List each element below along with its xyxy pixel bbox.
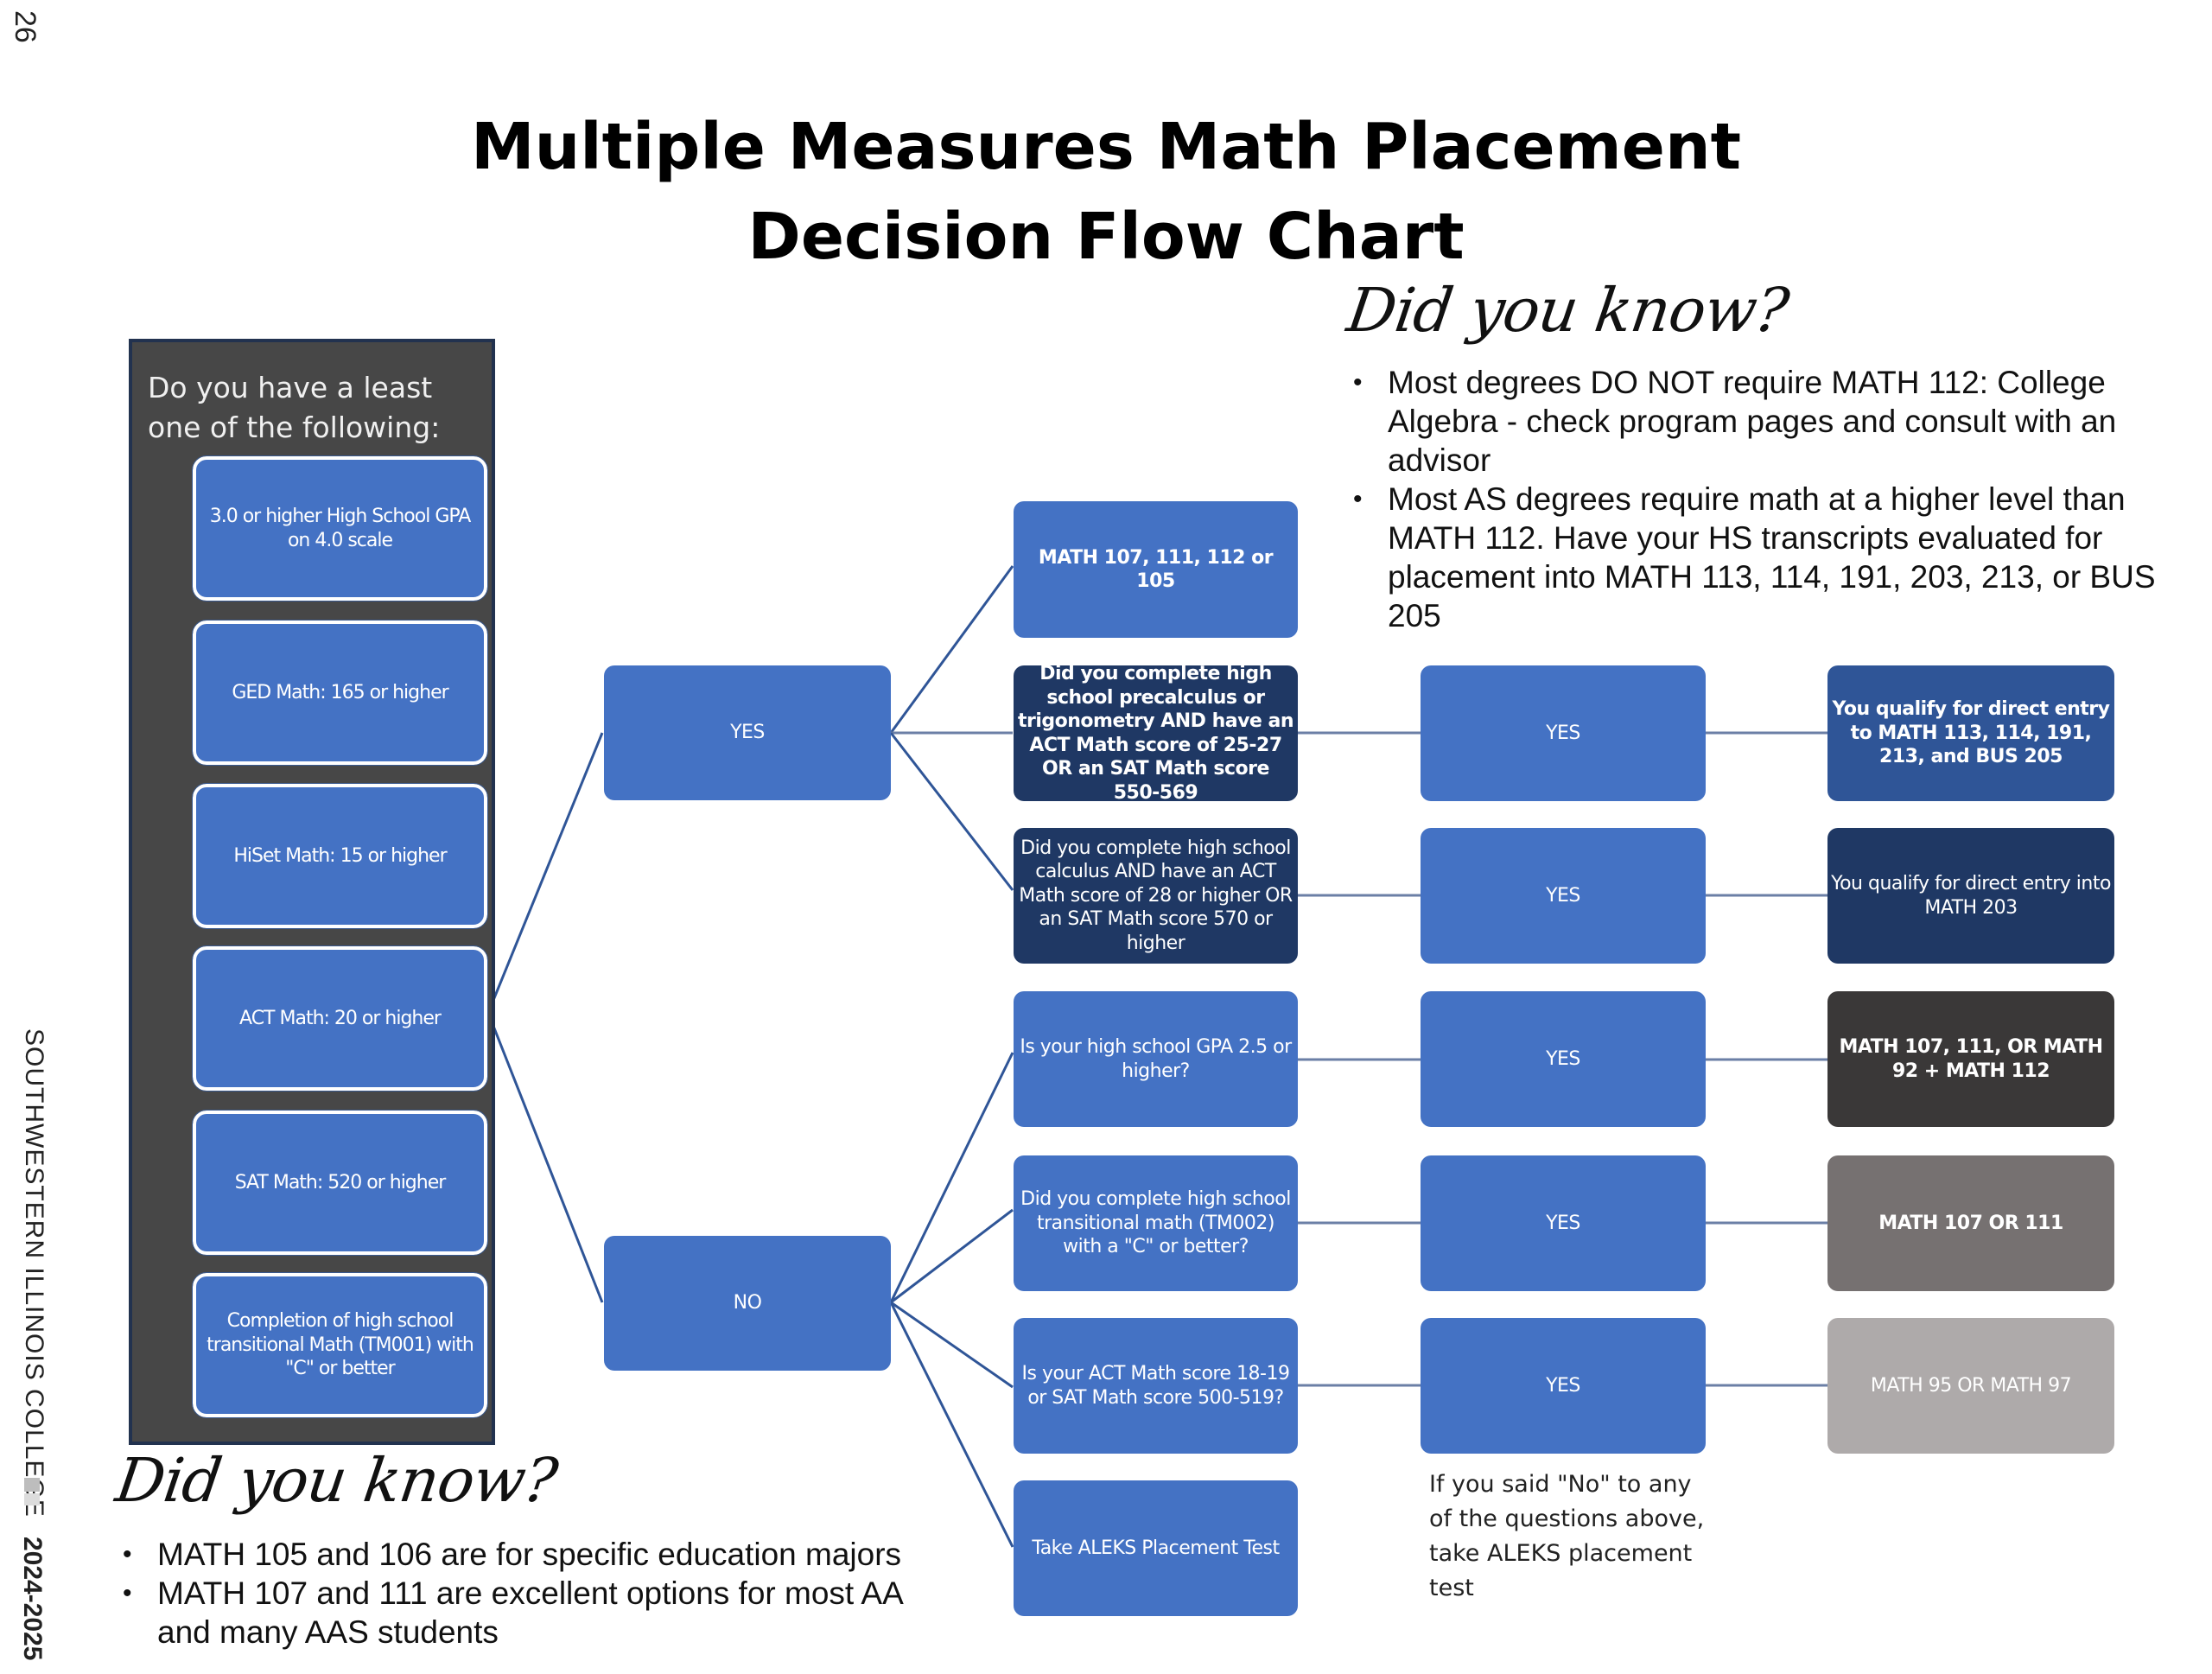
did-you-know-bottom-heading: Did you know?: [111, 1445, 562, 1516]
result-math-95-or-97: MATH 95 OR MATH 97: [1827, 1318, 2114, 1454]
result-direct-entry-113-114-191-213: You qualify for direct entry to MATH 113…: [1827, 665, 2114, 801]
decorative-square: [24, 1478, 40, 1492]
connector-no-to-q3: [889, 1052, 1014, 1303]
connector-yes-to-default: [889, 565, 1014, 734]
connector-criteria-to-no: [486, 1012, 604, 1303]
take-aleks-test: Take ALEKS Placement Test: [1014, 1480, 1298, 1616]
result-math-107-111-92-112: MATH 107, 111, OR MATH 92 + MATH 112: [1827, 991, 2114, 1127]
title-line-1: Multiple Measures Math Placement: [470, 110, 1742, 184]
question-transitional-math: Did you complete high school transitiona…: [1014, 1155, 1298, 1291]
answer-yes: YES: [1421, 991, 1706, 1127]
branch-yes: YES: [604, 665, 891, 800]
connector-criteria-to-yes: [486, 732, 604, 1014]
decorative-square: [24, 1493, 40, 1505]
criteria-hiset: HiSet Math: 15 or higher: [192, 783, 488, 929]
catalog-year: 2024-2025: [18, 1537, 47, 1661]
criteria-ged: GED Math: 165 or higher: [192, 620, 488, 766]
connector-no-to-aleks: [889, 1302, 1014, 1548]
did-you-know-bottom-bullet: MATH 105 and 106 are for specific educat…: [119, 1535, 949, 1574]
branch-no: NO: [604, 1236, 891, 1371]
result-math-107-or-111: MATH 107 OR 111: [1827, 1155, 2114, 1291]
answer-yes: YES: [1421, 665, 1706, 801]
default-placement: MATH 107, 111, 112 or 105: [1014, 501, 1298, 638]
result-direct-entry-203: You qualify for direct entry into MATH 2…: [1827, 828, 2114, 964]
did-you-know-top-list: Most degrees DO NOT require MATH 112: Co…: [1350, 363, 2162, 635]
question-act-sat-range: Is your ACT Math score 18-19 or SAT Math…: [1014, 1318, 1298, 1454]
did-you-know-top-heading: Did you know?: [1343, 275, 1793, 346]
connector-no-to-q5: [890, 1301, 1014, 1389]
did-you-know-top-bullet: Most AS degrees require math at a higher…: [1350, 480, 2162, 635]
page-number: 26: [9, 10, 41, 43]
side-label: SOUTHWESTERN ILLINOIS COLLEGE 2024-2025: [7, 1028, 50, 1668]
criteria-act: ACT Math: 20 or higher: [192, 945, 488, 1092]
title-line-2: Decision Flow Chart: [747, 200, 1465, 274]
question-gpa-2-5: Is your high school GPA 2.5 or higher?: [1014, 991, 1298, 1127]
college-name: SOUTHWESTERN ILLINOIS COLLEGE: [20, 1028, 48, 1518]
answer-yes: YES: [1421, 828, 1706, 964]
aleks-note: If you said "No" to any of the questions…: [1429, 1471, 1705, 1601]
connector-no-to-q4: [890, 1208, 1014, 1304]
criteria-transitional-math: Completion of high school transitional M…: [192, 1272, 488, 1418]
criteria-gpa: 3.0 or higher High School GPA on 4.0 sca…: [192, 455, 488, 601]
answer-yes: YES: [1421, 1318, 1706, 1454]
did-you-know-top-bullet: Most degrees DO NOT require MATH 112: Co…: [1350, 363, 2162, 480]
question-precalculus: Did you complete high school precalculus…: [1014, 663, 1298, 804]
answer-yes: YES: [1421, 1155, 1706, 1291]
page-title: Multiple Measures Math Placement Decisio…: [0, 102, 2212, 282]
did-you-know-bottom-bullet: MATH 107 and 111 are excellent options f…: [119, 1574, 949, 1652]
question-calculus: Did you complete high school calculus AN…: [1014, 828, 1298, 964]
criteria-sat: SAT Math: 520 or higher: [192, 1110, 488, 1256]
criteria-prompt: Do you have a least one of the following…: [148, 371, 441, 444]
connector-yes-to-q2: [889, 732, 1014, 891]
did-you-know-bottom-list: MATH 105 and 106 are for specific educat…: [119, 1535, 949, 1652]
